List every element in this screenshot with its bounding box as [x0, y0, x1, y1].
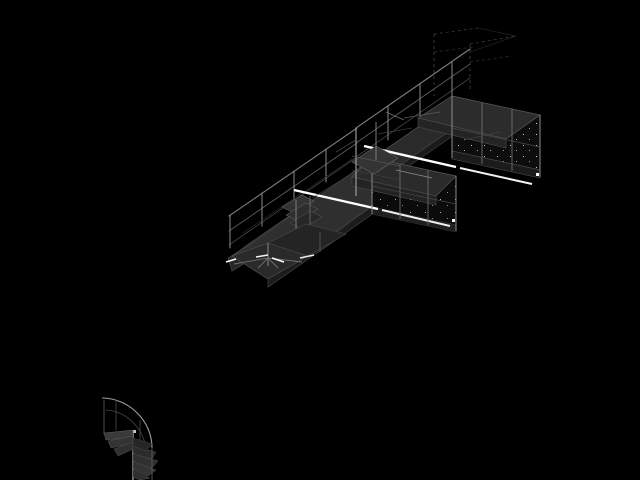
junction-brace-3 [335, 139, 357, 153]
leg-splay-3 [257, 257, 269, 269]
junction-corner[interactable] [335, 122, 401, 196]
hidden-rail-lines [433, 27, 517, 96]
spiral-stair[interactable] [101, 397, 159, 480]
lower-corner-node [452, 219, 455, 222]
junction-brace-1 [351, 155, 401, 167]
junction-brace-2 [351, 169, 401, 181]
step-tread-3 [289, 210, 323, 230]
detail-lines [311, 111, 501, 199]
hidden-rail-c [433, 46, 475, 53]
hidden-rail-a [433, 27, 479, 35]
deck-lower-highlight-edge [293, 188, 379, 211]
hidden-rail-e [469, 35, 517, 53]
detail-brace-b [403, 111, 441, 119]
spiral-stair-handrail [101, 397, 153, 449]
leg-splay-4 [267, 257, 279, 269]
upper-rail-top [355, 48, 471, 129]
detail-brace-f [463, 131, 501, 141]
hidden-rail-d [469, 55, 513, 63]
deck-right-front [417, 117, 507, 149]
leg-foot-4 [299, 254, 315, 259]
detail-brace-c [377, 127, 413, 135]
spiral-tread-7 [132, 469, 151, 480]
junction-deck [351, 145, 399, 175]
right-corner-node [536, 173, 539, 176]
deck-lower-highlight-edge-2 [381, 209, 451, 227]
upper-rail-mid [355, 63, 471, 144]
left-rail-far-top [242, 158, 353, 234]
spiral-tread-6 [132, 461, 157, 477]
leg-base-plate-2 [267, 223, 347, 257]
detail-brace-d [395, 169, 433, 179]
step-tread-1 [281, 194, 315, 214]
support-legs[interactable] [225, 223, 347, 280]
leg-foot-1 [225, 258, 237, 263]
hidden-rail-b [469, 35, 517, 45]
hidden-rail-f [477, 27, 517, 37]
lower-rail-mid [371, 185, 457, 205]
leg-splay-1 [233, 257, 269, 265]
leg-foot-3 [271, 257, 285, 263]
detail-brace-e [311, 175, 349, 199]
leg-foot-2 [255, 254, 269, 258]
step-unit[interactable] [281, 194, 323, 232]
left-rail-mid [228, 142, 358, 232]
right-rail-mid [451, 127, 541, 148]
spiral-tread-8 [132, 437, 153, 452]
left-rail-top [228, 127, 358, 217]
deck-right-highlight-edge-2 [459, 167, 533, 185]
detail-brace-a [385, 111, 405, 121]
upper-rail-lower [355, 77, 471, 158]
